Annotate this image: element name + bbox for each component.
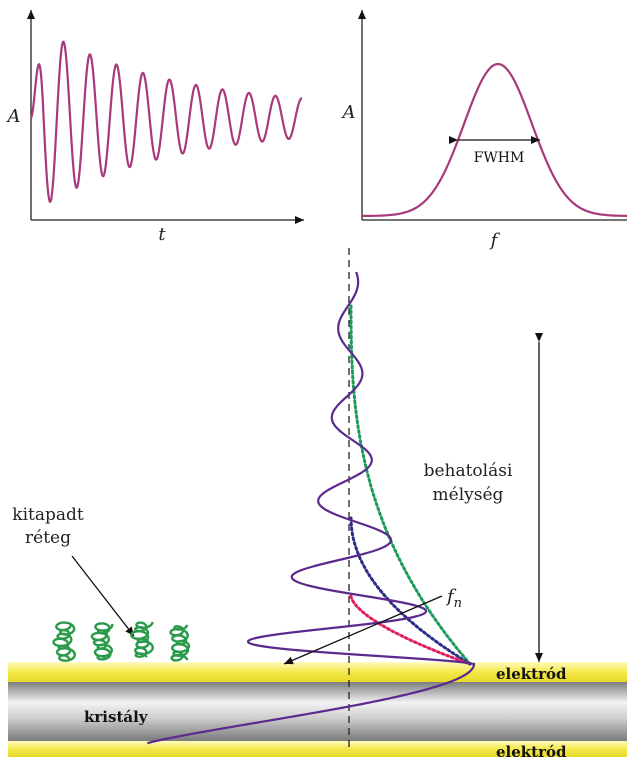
adsorbed-layer-label-line1: kitapadt — [12, 505, 84, 525]
overtone-label: fn — [445, 586, 462, 611]
blue-decay-envelope — [349, 516, 472, 666]
damped-signal-curve — [29, 40, 303, 204]
resonance-peak-curve — [361, 62, 627, 218]
molecule-coil — [130, 621, 154, 659]
bottom-electrode — [8, 741, 627, 757]
crystal-label: kristály — [84, 708, 149, 726]
adsorbed-layer-arrow — [71, 555, 135, 637]
shear-wave-curve — [147, 271, 476, 745]
penetration-depth-label-line2: mélység — [433, 485, 504, 505]
resonance-peak-plot: FWHM A f — [341, 10, 627, 251]
molecule-coil — [90, 622, 114, 661]
overtone-subscript: n — [454, 596, 462, 611]
damped-oscillation-plot: A t — [6, 10, 304, 245]
x-axis-label: f — [489, 230, 501, 251]
adsorbed-layer-label-line2: réteg — [25, 528, 71, 548]
top-electrode-label: elektród — [496, 665, 567, 683]
y-axis-label: A — [6, 106, 21, 127]
green-decay-envelope — [349, 304, 472, 666]
overtone-arrow — [283, 595, 443, 665]
molecule-coil — [52, 621, 77, 662]
x-axis-label: t — [158, 224, 166, 245]
y-axis-label: A — [341, 102, 356, 123]
adsorbed-molecules — [52, 621, 191, 662]
fwhm-label: FWHM — [474, 150, 525, 166]
molecule-coil — [169, 624, 191, 662]
bottom-electrode-label: elektród — [496, 743, 567, 757]
overtone-symbol: fn — [445, 586, 462, 611]
penetration-depth-label-line1: behatolási — [424, 461, 513, 481]
sensor-cross-section: elektród elektród kristály — [8, 662, 627, 757]
red-decay-envelope — [349, 594, 472, 666]
